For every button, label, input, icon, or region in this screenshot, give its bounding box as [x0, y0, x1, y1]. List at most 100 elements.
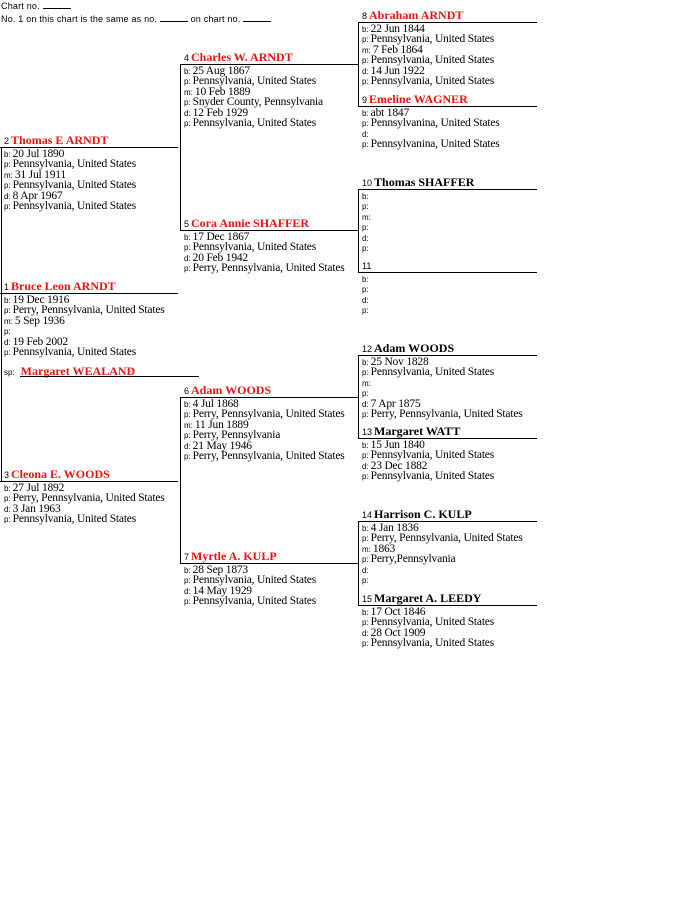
fact-label: p: — [362, 409, 369, 419]
fact-row: p:Pennsylvania, United States — [4, 158, 137, 171]
fact-row: d:14 Jun 1922 — [362, 65, 494, 77]
fact-row: d:8 Apr 1967 — [4, 190, 136, 202]
fact-row: m:10 Feb 1889 — [184, 86, 323, 98]
fact-row: p:Perry, Pennsylvania, United States — [4, 304, 165, 316]
fact-label: b: — [362, 109, 369, 118]
spouse-name[interactable]: Margaret WEALAND — [20, 364, 136, 378]
connector-line — [358, 521, 359, 605]
person-number: 13 — [362, 427, 373, 437]
fact-label: d: — [4, 337, 11, 347]
fact-row: b: — [362, 190, 373, 201]
fact-label: d: — [184, 108, 191, 118]
person-name[interactable]: Abraham ARNDT — [369, 8, 464, 22]
fact-row: d:23 Dec 1882 — [362, 460, 494, 472]
spouse-entry: sp: Margaret WEALAND — [4, 362, 135, 380]
person-number: 1 — [4, 282, 10, 292]
fact-row: d:19 Feb 2002 — [4, 336, 165, 348]
fact-label: p: — [362, 306, 369, 316]
person-name[interactable]: Bruce Leon ARNDT — [11, 279, 116, 293]
connector-line — [358, 355, 359, 438]
fact-label: p: — [362, 285, 369, 295]
same-as-prefix: No. 1 on this chart is the same as no. — [1, 14, 158, 24]
fact-row: p:Pennsylvania, United States — [184, 241, 345, 253]
person-rule — [358, 605, 537, 606]
fact-row: b:22 Jun 1844 — [362, 23, 494, 35]
fact-row: p:Pennsylvania, United States — [184, 116, 323, 129]
person-rule — [358, 22, 537, 23]
fact-value: Perry, Pennsylvania, United States — [12, 492, 165, 505]
fact-label: b: — [184, 233, 191, 242]
fact-value: Pennsylvania, United States — [370, 470, 495, 483]
fact-label: p: — [4, 201, 11, 211]
fact-label: b: — [4, 484, 11, 493]
fact-label: m: — [362, 378, 371, 388]
fact-label: p: — [184, 410, 191, 420]
person-name-row: 11 — [362, 256, 373, 274]
person-name[interactable]: Harrison C. KULP — [374, 507, 472, 521]
person-name[interactable]: Thomas SHAFFER — [374, 175, 475, 189]
person-name[interactable]: Margaret WATT — [374, 424, 461, 438]
person-rule — [358, 189, 537, 190]
person-name[interactable]: Thomas E ARNDT — [11, 133, 109, 147]
fact-value: 14 May 1929 — [192, 584, 252, 597]
person-rule — [0, 481, 178, 482]
person-name[interactable]: Margaret A. LEEDY — [374, 591, 482, 605]
fact-row: d: — [362, 564, 523, 575]
same-as-chart-blank[interactable] — [243, 21, 272, 22]
fact-row: b:15 Jun 1840 — [362, 439, 494, 451]
person-name[interactable]: Myrtle A. KULP — [191, 549, 277, 563]
fact-row: b:28 Sep 1873 — [184, 564, 316, 576]
person-rule — [0, 293, 178, 294]
fact-row: d: — [362, 294, 371, 305]
fact-value: 19 Dec 1916 — [12, 294, 70, 306]
person-name[interactable]: Adam WOODS — [191, 383, 272, 397]
fact-value: 12 Feb 1929 — [192, 106, 249, 119]
fact-row: m:5 Sep 1936 — [4, 315, 165, 327]
fact-label: p: — [362, 202, 369, 212]
fact-label: b: — [362, 524, 369, 533]
person-name[interactable]: Adam WOODS — [374, 341, 455, 355]
person-name[interactable]: Emeline WAGNER — [369, 92, 468, 106]
fact-value: Perry, Pennsylvania, United States — [370, 532, 523, 545]
fact-row: m:1863 — [362, 543, 523, 555]
fact-label: m: — [184, 87, 193, 97]
fact-row: p:Snyder County, Pennsylvania — [184, 96, 323, 108]
fact-value: abt 1847 — [370, 107, 410, 119]
fact-value: Perry, Pennsylvania, United States — [192, 449, 345, 462]
fact-value: 27 Jul 1892 — [12, 482, 65, 494]
fact-value: Pennsylvania, United States — [12, 345, 137, 358]
same-as-number-blank[interactable] — [159, 21, 188, 22]
fact-row: p:Perry, Pennsylvania — [184, 429, 345, 441]
fact-label: d: — [362, 129, 369, 139]
fact-label: p: — [362, 451, 369, 461]
fact-label: p: — [362, 119, 369, 129]
fact-row: m: — [362, 377, 523, 388]
fact-row: p:Pennsylvania, United States — [362, 616, 494, 628]
fact-row: m:7 Feb 1864 — [362, 44, 494, 56]
person-name[interactable]: Charles W. ARNDT — [191, 50, 293, 64]
fact-value: Pennsylvania, United States — [192, 116, 317, 129]
fact-value: 22 Jun 1844 — [370, 23, 425, 35]
person-rule — [180, 397, 358, 398]
person-number: 14 — [362, 510, 373, 520]
person-number: 6 — [184, 386, 190, 396]
fact-row: p:Pennsylvania, United States — [362, 366, 523, 378]
person-name[interactable]: Cora Annie SHAFFER — [191, 216, 310, 230]
fact-value: Pennsylvania, United States — [12, 158, 137, 171]
fact-value: Pennsylvania, United States — [12, 179, 137, 192]
fact-value: 7 Apr 1875 — [370, 397, 421, 410]
chart-number-blank[interactable] — [42, 8, 71, 9]
fact-value: Pennsylvania, United States — [370, 74, 495, 87]
fact-value: Perry, Pennsylvania, United States — [192, 408, 345, 421]
person-rule — [358, 438, 537, 439]
person-name[interactable]: Cleona E. WOODS — [11, 467, 110, 481]
fact-row: p:Pennsylvanina, United States — [362, 117, 500, 129]
